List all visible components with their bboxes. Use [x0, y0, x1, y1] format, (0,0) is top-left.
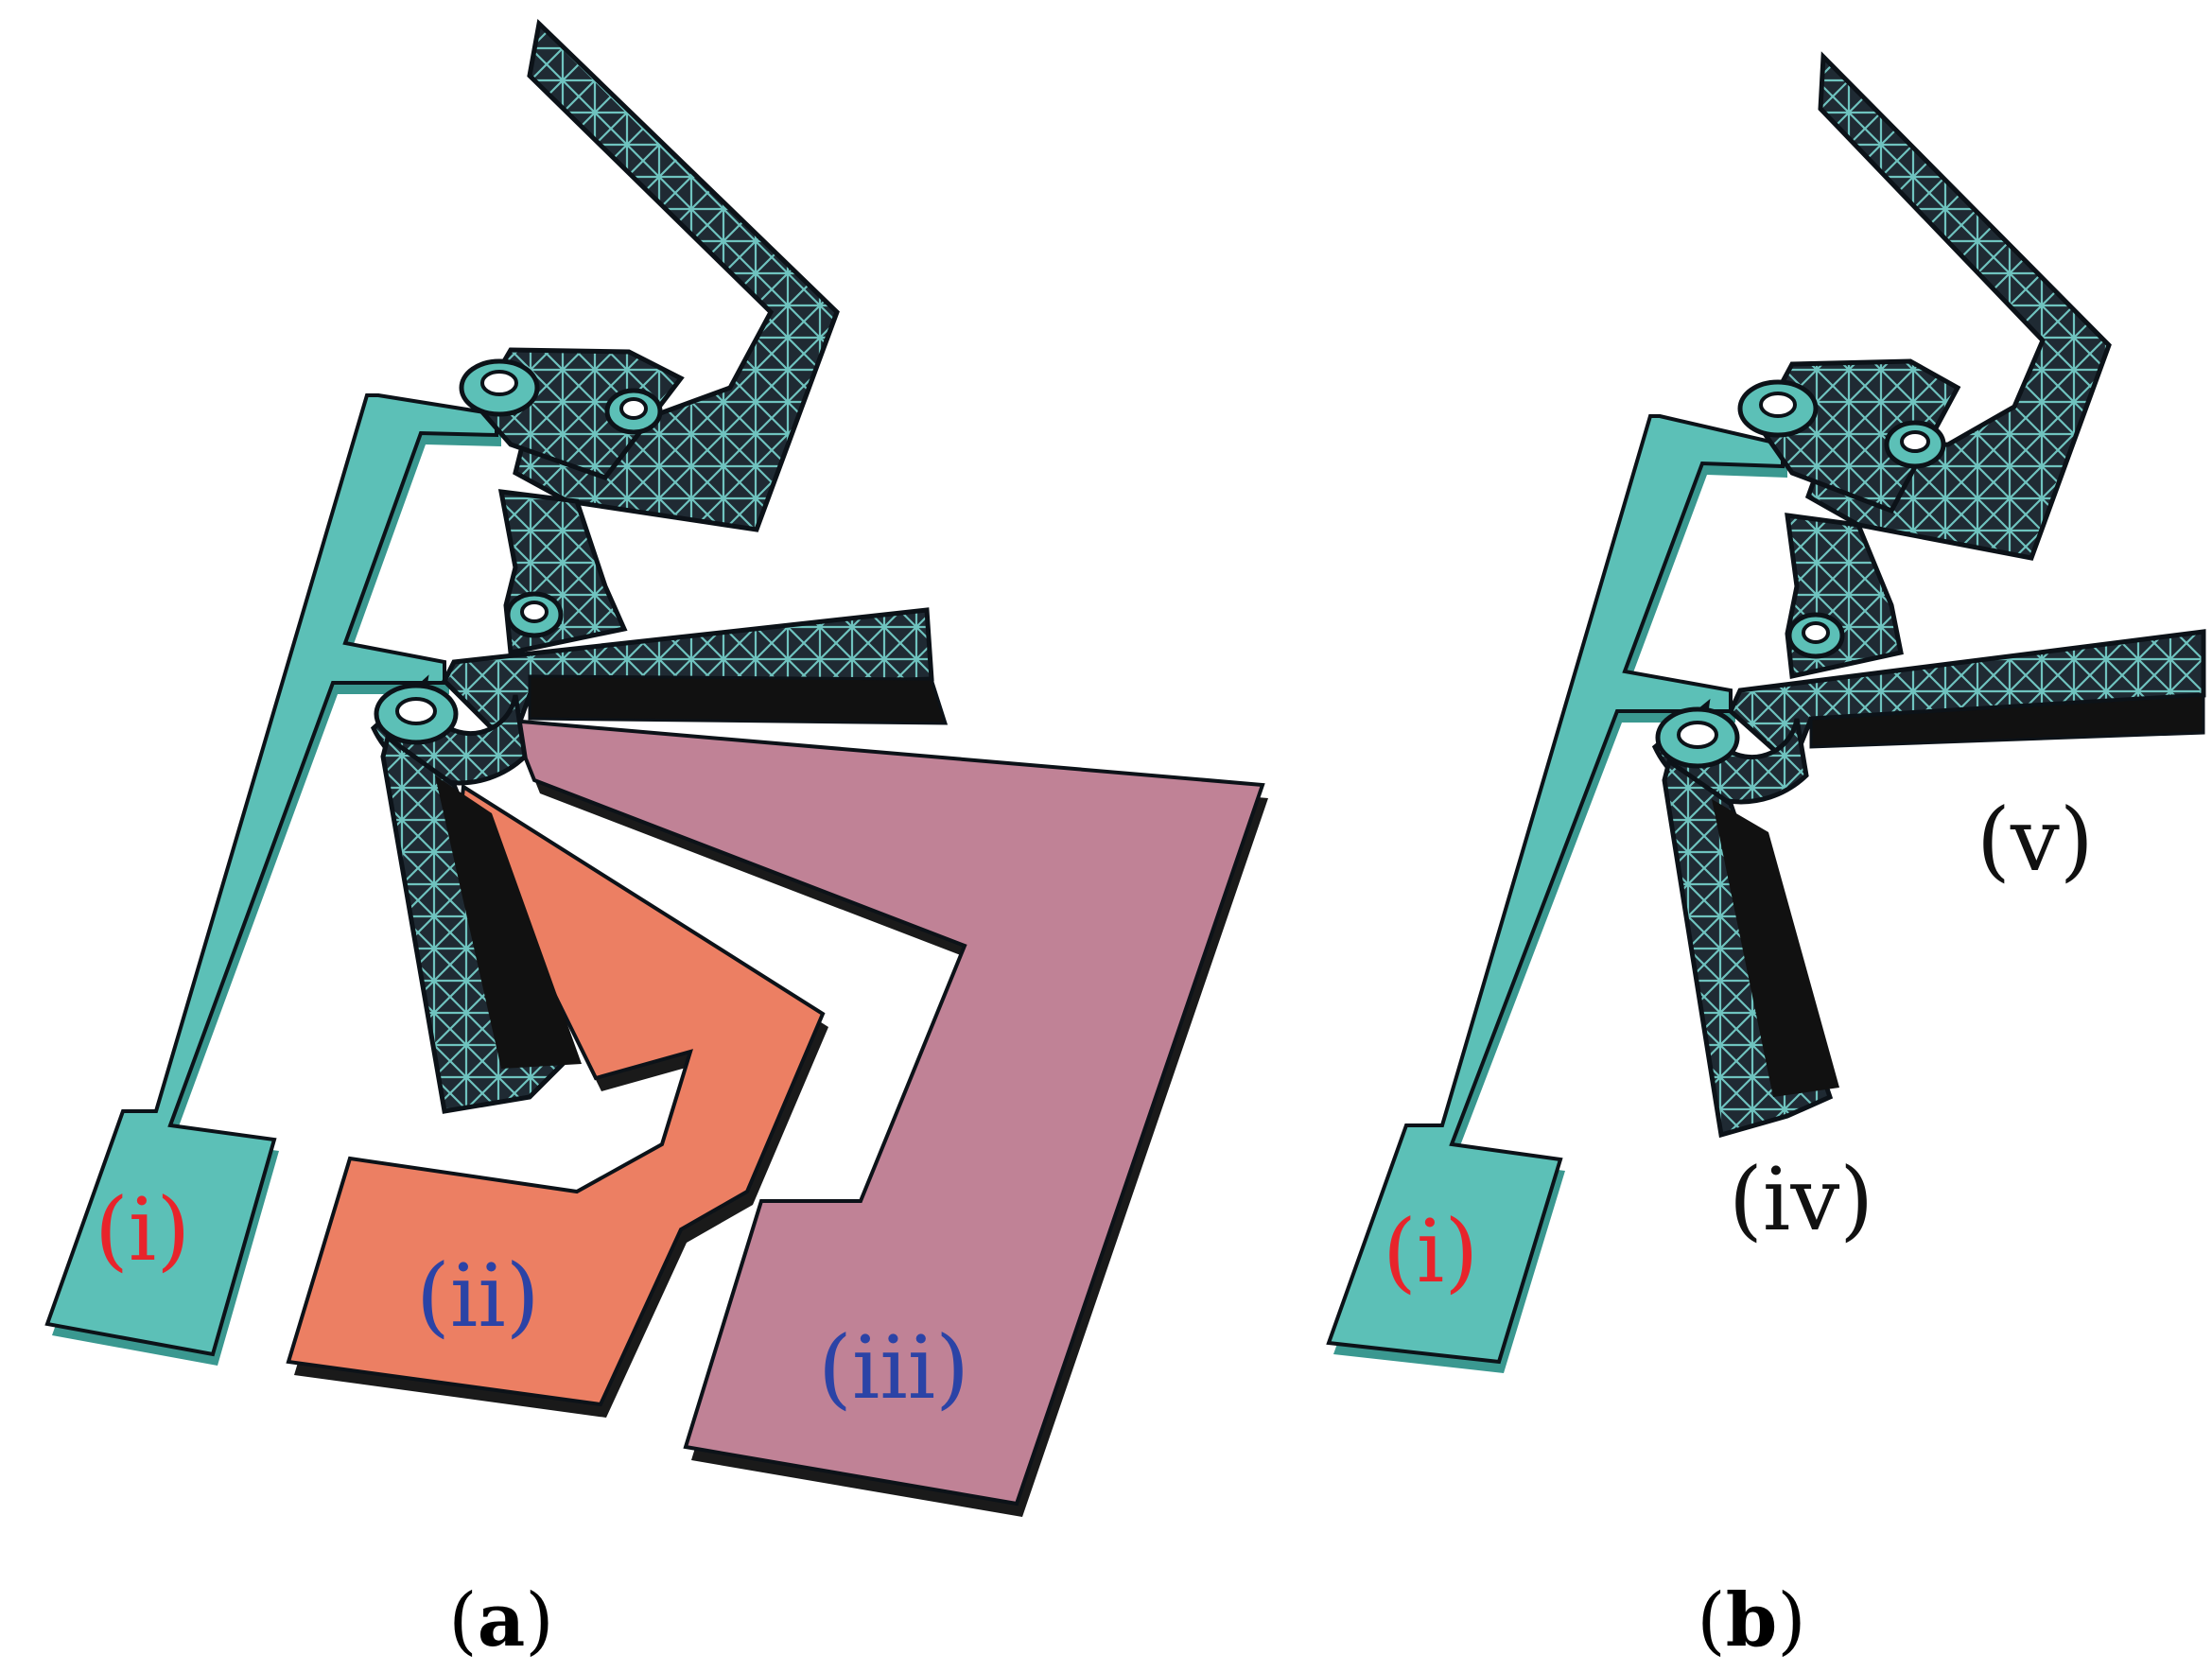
frame-b-i [1326, 414, 1787, 1373]
panel-a: (i) (ii) (iii) (a) [44, 18, 1268, 1663]
caption-b: (b) [1697, 1577, 1805, 1663]
pin-joint-1 [459, 358, 540, 417]
lattice-structure-b [1651, 51, 2206, 1139]
pin-joint-b-1 [1737, 379, 1819, 438]
caption-a: (a) [448, 1577, 553, 1663]
label-b-iv: (iv) [1729, 1149, 1873, 1250]
pin-joint-b-3 [1786, 612, 1845, 659]
label-b-v: (v) [1977, 790, 2094, 891]
pin-joint-2 [604, 388, 663, 435]
pin-joint-4 [374, 683, 459, 745]
plate-iii [507, 718, 1268, 1517]
lattice-structure [370, 18, 949, 1114]
label-a-ii: (ii) [416, 1245, 540, 1347]
pin-joint-b-4 [1655, 706, 1740, 769]
label-b-i: (i) [1383, 1201, 1478, 1302]
panel-b: (i) (iv) (v) (b) [1326, 51, 2206, 1663]
label-a-i: (i) [95, 1179, 190, 1280]
plate-ii [286, 783, 828, 1418]
label-a-iii: (iii) [818, 1317, 969, 1419]
pin-joint-b-2 [1884, 420, 1946, 469]
frame-i [44, 393, 501, 1366]
pin-joint-3 [505, 591, 564, 638]
